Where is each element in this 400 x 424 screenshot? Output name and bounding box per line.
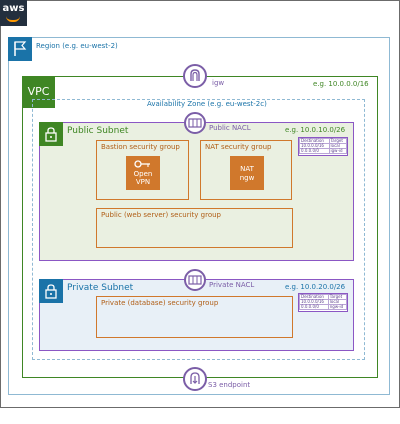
openvpn-label: Open VPN — [133, 170, 153, 186]
nat-gateway-service: NAT ngw — [230, 156, 264, 190]
bastion-security-group-label: Bastion security group — [101, 143, 180, 151]
vpc-tag: VPC — [22, 76, 55, 108]
public-subnet-label: Public Subnet — [67, 126, 129, 136]
database-security-group-label: Private (database) security group — [101, 299, 219, 307]
key-icon — [134, 160, 150, 168]
aws-logo-text: aws — [2, 3, 25, 14]
public-nacl-label: Public NACL — [209, 124, 251, 132]
public-subnet-cidr: e.g. 10.0.10.0/26 — [285, 126, 346, 134]
aws-smile-icon — [6, 16, 20, 22]
internet-gateway-icon — [183, 64, 207, 88]
nat-security-group: NAT security group — [200, 140, 292, 200]
region-label: Region (e.g. eu-west-2) — [36, 42, 118, 50]
lock-icon — [39, 279, 63, 303]
route-table-cell: ngw-id — [327, 304, 348, 310]
private-route-table: Destination Target 10.0.0.0/16 local 0.0… — [298, 293, 348, 312]
route-table-cell: 0.0.0.0/0 — [299, 148, 330, 154]
private-subnet-cidr: e.g. 10.0.20.0/26 — [285, 283, 346, 291]
flag-icon — [8, 37, 32, 61]
public-route-table: Destination Target 10.0.0.0/16 local 0.0… — [298, 137, 348, 156]
nat-gateway-label: NAT ngw — [239, 165, 255, 182]
private-subnet-label: Private Subnet — [67, 283, 134, 293]
route-table-cell: 0.0.0.0/0 — [299, 304, 329, 310]
availability-zone-container — [32, 99, 365, 360]
network-acl-icon — [184, 112, 206, 134]
vpc-cidr: e.g. 10.0.0.0/16 — [313, 80, 369, 88]
nat-security-group-label: NAT security group — [205, 143, 272, 151]
openvpn-service: Open VPN — [126, 156, 160, 190]
web-server-security-group: Public (web server) security group — [96, 208, 293, 248]
s3-endpoint-label: S3 endpoint — [208, 381, 251, 389]
lock-icon — [39, 122, 63, 146]
route-table-cell: igw-id — [328, 148, 348, 154]
database-security-group: Private (database) security group — [96, 296, 293, 338]
region-container — [8, 37, 390, 395]
web-server-security-group-label: Public (web server) security group — [101, 211, 221, 219]
igw-label: igw — [212, 79, 225, 87]
vpc-endpoint-icon — [183, 367, 207, 391]
network-acl-icon — [184, 269, 206, 291]
aws-logo: aws — [0, 0, 27, 26]
private-nacl-label: Private NACL — [209, 281, 255, 289]
bastion-security-group: Bastion security group — [96, 140, 189, 200]
private-subnet — [39, 279, 354, 351]
availability-zone-label: Availability Zone (e.g. eu-west-2c) — [147, 100, 267, 108]
